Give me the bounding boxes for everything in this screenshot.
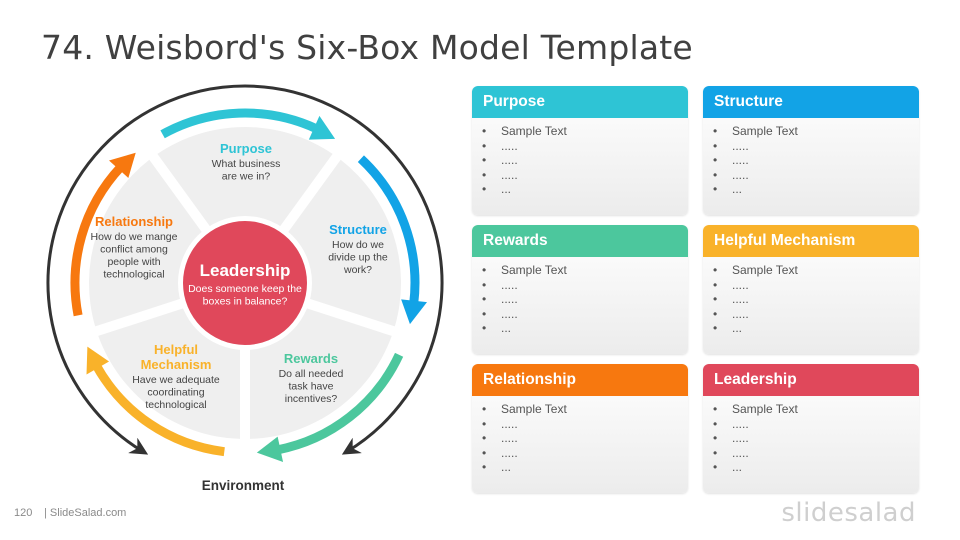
card-list-item: ..... bbox=[713, 417, 919, 432]
segment-text-rewards: Do all needed bbox=[279, 368, 344, 380]
card-list-item: ..... bbox=[482, 446, 688, 461]
page-number: 120 bbox=[14, 507, 33, 519]
arrowhead-rewards bbox=[256, 436, 284, 463]
card-list: Sample Text.................. bbox=[703, 124, 919, 197]
card-list-item: ..... bbox=[482, 168, 688, 183]
card-list-item: ... bbox=[713, 321, 919, 336]
card-title: Rewards bbox=[472, 225, 688, 257]
card-list-item: ... bbox=[482, 182, 688, 197]
segment-text-rewards: incentives? bbox=[285, 393, 338, 405]
card-list-item: ... bbox=[713, 182, 919, 197]
card-list-item: ..... bbox=[482, 139, 688, 154]
card-list-item: ..... bbox=[713, 292, 919, 307]
arrow-purpose bbox=[160, 108, 319, 139]
card-list-item: ..... bbox=[713, 431, 919, 446]
card-list-item: ..... bbox=[482, 431, 688, 446]
segment-text-helpful: coordinating bbox=[147, 387, 204, 399]
segment-text-structure: How do we bbox=[332, 239, 384, 251]
card-title: Purpose bbox=[472, 86, 688, 118]
card-list-item: ... bbox=[713, 460, 919, 475]
card-list: Sample Text.................. bbox=[703, 402, 919, 475]
segment-title-helpful: Helpful bbox=[154, 342, 198, 357]
card-list-item: ... bbox=[482, 460, 688, 475]
card-list-item: ..... bbox=[482, 307, 688, 322]
card-list-item: ..... bbox=[482, 292, 688, 307]
segment-text-relationship: How do we mange bbox=[91, 231, 178, 243]
segment-text-relationship: people with bbox=[107, 256, 160, 268]
slide-title: 74. Weisbord's Six-Box Model Template bbox=[41, 28, 693, 67]
card-list: Sample Text.................. bbox=[472, 402, 688, 475]
card-list-item: Sample Text bbox=[482, 124, 688, 139]
arrowhead-relationship bbox=[109, 152, 136, 178]
arrow-helpful bbox=[92, 363, 225, 457]
center-text: Does someone keep the bbox=[188, 283, 302, 295]
segment-relationship bbox=[88, 159, 205, 327]
card-list-item: ..... bbox=[713, 168, 919, 183]
card-list-item: ..... bbox=[713, 307, 919, 322]
segment-title-purpose: Purpose bbox=[220, 141, 272, 156]
center-text: boxes in balance? bbox=[203, 296, 288, 308]
segment-title-rewards: Rewards bbox=[284, 351, 338, 366]
site-credit: | SlideSalad.com bbox=[44, 507, 127, 519]
card-list-item: ..... bbox=[482, 153, 688, 168]
card-leadership: LeadershipSample Text.................. bbox=[703, 364, 919, 493]
card-list-item: Sample Text bbox=[482, 402, 688, 417]
card-helpful-mechanism: Helpful MechanismSample Text............… bbox=[703, 225, 919, 354]
card-structure: StructureSample Text.................. bbox=[703, 86, 919, 215]
card-list-item: ... bbox=[482, 321, 688, 336]
arrow-rewards bbox=[276, 352, 404, 455]
card-title: Helpful Mechanism bbox=[703, 225, 919, 257]
brand-logo: slidesalad bbox=[781, 498, 916, 528]
card-list: Sample Text.................. bbox=[472, 124, 688, 197]
card-title: Leadership bbox=[703, 364, 919, 396]
card-list-item: ..... bbox=[713, 278, 919, 293]
card-list-item: ..... bbox=[482, 417, 688, 432]
center-title: Leadership bbox=[200, 261, 291, 280]
card-list-item: ..... bbox=[713, 446, 919, 461]
card-list-item: ..... bbox=[482, 278, 688, 293]
arrowhead-helpful bbox=[86, 346, 110, 375]
segment-title-helpful: Mechanism bbox=[141, 357, 212, 372]
card-relationship: RelationshipSample Text.................… bbox=[472, 364, 688, 493]
card-list-item: ..... bbox=[713, 139, 919, 154]
segment-rewards bbox=[249, 306, 392, 439]
arrow-relationship bbox=[70, 164, 124, 317]
segment-structure bbox=[285, 159, 401, 327]
segment-text-rewards: task have bbox=[289, 381, 334, 393]
card-rewards: RewardsSample Text.................. bbox=[472, 225, 688, 354]
card-title: Relationship bbox=[472, 364, 688, 396]
segment-title-structure: Structure bbox=[329, 222, 387, 237]
card-list-item: Sample Text bbox=[713, 263, 919, 278]
segment-text-purpose: are we in? bbox=[222, 171, 271, 183]
segment-text-structure: work? bbox=[343, 264, 372, 276]
environment-ring bbox=[46, 84, 444, 455]
card-list-item: ..... bbox=[713, 153, 919, 168]
card-list: Sample Text.................. bbox=[472, 263, 688, 336]
card-list: Sample Text.................. bbox=[703, 263, 919, 336]
segment-purpose bbox=[157, 126, 333, 231]
card-purpose: PurposeSample Text.................. bbox=[472, 86, 688, 215]
card-list-item: Sample Text bbox=[713, 402, 919, 417]
arrow-structure bbox=[357, 155, 420, 305]
segment-text-purpose: What business bbox=[212, 158, 281, 170]
segment-text-helpful: Have we adequate bbox=[132, 374, 220, 386]
arrowhead-structure bbox=[401, 299, 427, 325]
card-list-item: Sample Text bbox=[482, 263, 688, 278]
environment-label: Environment bbox=[202, 478, 285, 493]
segment-text-structure: divide up the bbox=[328, 252, 388, 264]
card-title: Structure bbox=[703, 86, 919, 118]
center-circle bbox=[183, 221, 307, 345]
segment-helpful bbox=[98, 306, 241, 439]
arrowhead-purpose bbox=[308, 115, 336, 140]
segment-text-relationship: conflict among bbox=[100, 244, 168, 256]
segment-text-relationship: technological bbox=[103, 269, 164, 281]
card-list-item: Sample Text bbox=[713, 124, 919, 139]
segment-title-relationship: Relationship bbox=[95, 214, 173, 229]
segment-text-helpful: technological bbox=[145, 399, 206, 411]
